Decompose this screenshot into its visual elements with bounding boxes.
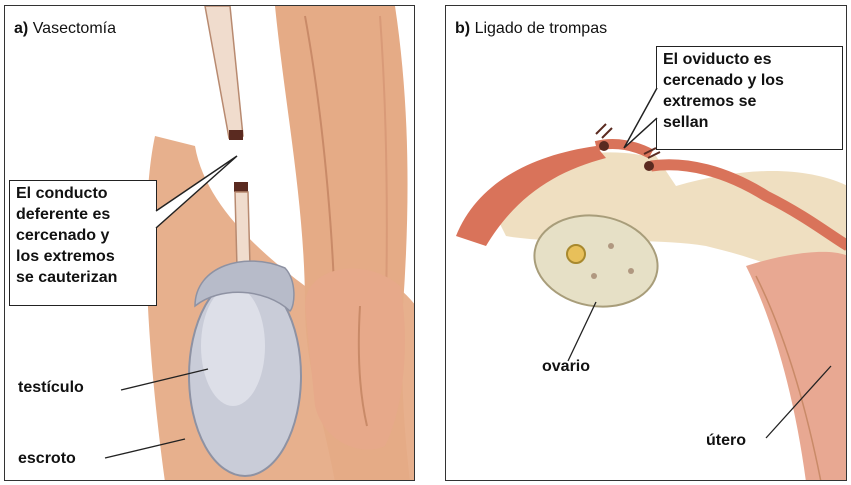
- callout-line: los extremos: [16, 246, 150, 267]
- scrotum-label: escroto: [18, 450, 76, 468]
- ovary-label: ovario: [542, 358, 590, 376]
- callout-line: El oviducto es: [663, 49, 836, 70]
- testicle-label: testículo: [18, 379, 84, 397]
- cut-end-upper: [229, 130, 243, 140]
- tubal-ligation-callout: El oviducto es cercenado y los extremos …: [656, 46, 843, 150]
- panel-a-letter: a): [14, 20, 28, 37]
- panel-a-title-text: Vasectomía: [33, 20, 116, 37]
- callout-line: se cauterizan: [16, 267, 150, 288]
- panel-b-title: b) Ligado de trompas: [455, 20, 607, 38]
- callout-line: sellan: [663, 112, 836, 133]
- uterus-label: útero: [706, 432, 746, 450]
- panel-b-letter: b): [455, 20, 470, 37]
- panel-b-title-text: Ligado de trompas: [475, 20, 608, 37]
- vasectomy-callout: El conducto deferente es cercenado y los…: [9, 180, 157, 306]
- callout-line: deferente es: [16, 204, 150, 225]
- vas-deferens-upper: [205, 6, 243, 138]
- vasectomy-panel: a) Vasectomía El conducto deferente es c…: [4, 5, 415, 481]
- panel-a-title: a) Vasectomía: [14, 20, 116, 38]
- callout-line: cercenado y los: [663, 70, 836, 91]
- tubal-ligation-panel: b) Ligado de trompas El oviducto es cerc…: [445, 5, 847, 481]
- callout-line: cercenado y: [16, 225, 150, 246]
- vas-deferens-lower: [235, 192, 250, 268]
- callout-line: extremos se: [663, 91, 836, 112]
- cut-end-lower: [234, 182, 248, 192]
- callout-line: El conducto: [16, 183, 150, 204]
